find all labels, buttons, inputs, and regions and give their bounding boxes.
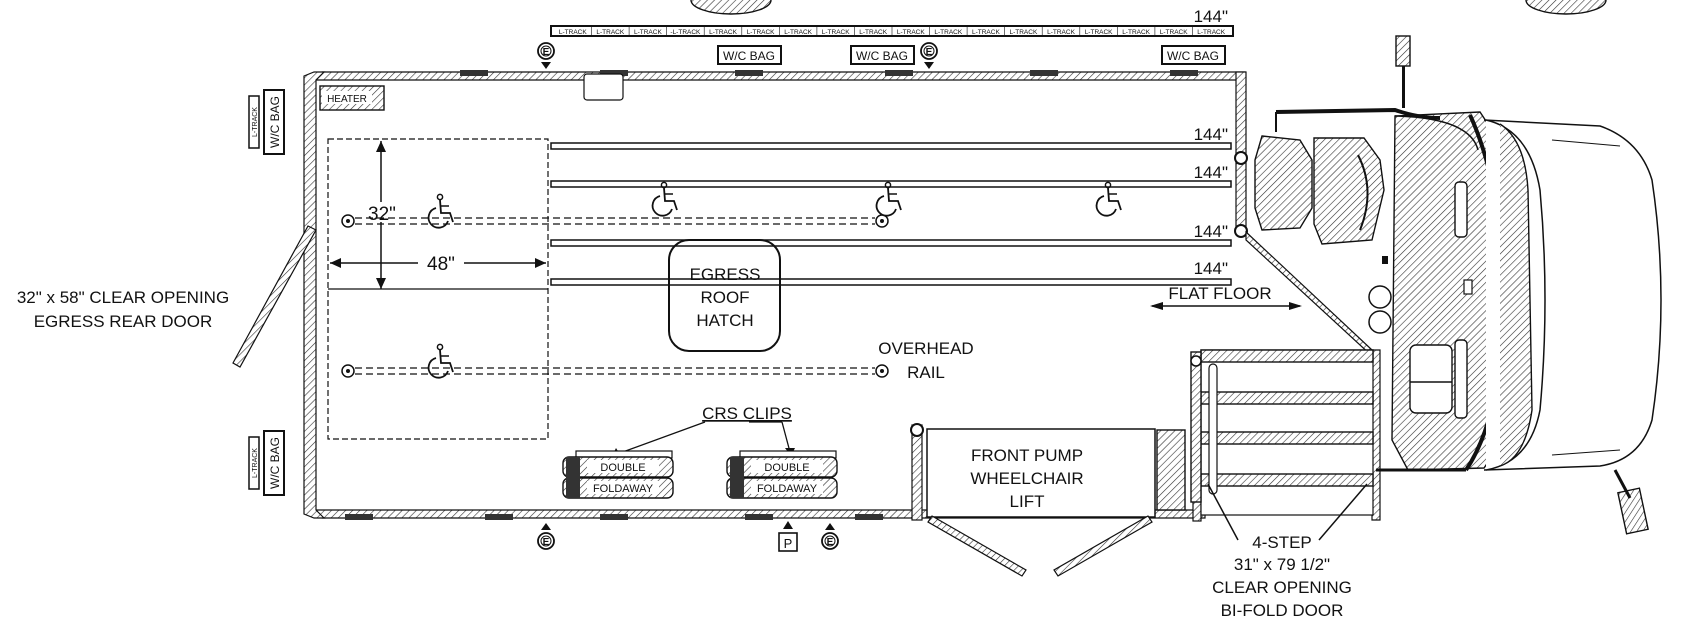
- door-label-3: CLEAR OPENING: [1212, 578, 1352, 597]
- rear-door-label-1: 32" x 58" CLEAR OPENING: [17, 288, 229, 307]
- parking-marker: P: [778, 521, 798, 552]
- dim-48-label: 48": [427, 254, 455, 275]
- door-label-1: 4-STEP: [1252, 533, 1312, 552]
- door-label-4: BI-FOLD DOOR: [1221, 601, 1344, 620]
- crs-seat-1: DOUBLE FOLDAWAY: [562, 450, 674, 499]
- svg-text:W/C BAG: W/C BAG: [268, 437, 282, 489]
- lift-door-left: [927, 515, 1027, 577]
- svg-text:L-TRACK: L-TRACK: [252, 107, 259, 137]
- svg-text:WHEELCHAIR: WHEELCHAIR: [970, 469, 1083, 488]
- door-label-2: 31" x 79 1/2": [1234, 555, 1330, 574]
- rear-door-label-2: EGRESS REAR DOOR: [34, 312, 213, 331]
- l-track-segment-label: L-TRACK: [934, 29, 962, 36]
- svg-text:E: E: [926, 47, 933, 58]
- track-row-1-length: 144": [1194, 125, 1228, 144]
- overhead-rail-label-1: OVERHEAD: [878, 339, 973, 358]
- svg-text:E: E: [543, 47, 550, 58]
- svg-text:W/C BAG: W/C BAG: [1167, 49, 1219, 63]
- overhead-rail-lower: [341, 364, 889, 378]
- svg-text:DOUBLE: DOUBLE: [600, 462, 645, 474]
- overhead-rail-label-2: RAIL: [907, 363, 945, 382]
- l-track-segment-label: L-TRACK: [1009, 29, 1037, 36]
- l-track-segment-label: L-TRACK: [709, 29, 737, 36]
- track-row-3-length: 144": [1194, 222, 1228, 241]
- egress-window-bottom-1: E: [537, 523, 555, 550]
- flat-floor-label: FLAT FLOOR: [1168, 284, 1271, 303]
- l-track-segment-label: L-TRACK: [1047, 29, 1075, 36]
- l-track-segment-label: L-TRACK: [1160, 29, 1188, 36]
- crs-seat-2: DOUBLE FOLDAWAY: [726, 450, 838, 499]
- side-mirror-top: [1395, 35, 1411, 108]
- l-track-segment-label: L-TRACK: [747, 29, 775, 36]
- top-track-length: 144": [1194, 7, 1228, 26]
- svg-text:FRONT PUMP: FRONT PUMP: [971, 446, 1083, 465]
- svg-text:FOLDAWAY: FOLDAWAY: [757, 483, 818, 495]
- svg-text:ROOF: ROOF: [700, 288, 749, 307]
- overhead-rail-upper: [341, 214, 889, 228]
- track-row-2-length: 144": [1194, 163, 1228, 182]
- heater: HEATER: [319, 85, 385, 111]
- egress-window-top-2: E: [920, 42, 938, 69]
- egress-roof-hatch: EGRESS ROOF HATCH: [668, 239, 781, 352]
- bi-fold-door-right: [1318, 483, 1368, 541]
- entry-steps: [1190, 349, 1374, 516]
- l-track-segment-label: L-TRACK: [1197, 29, 1225, 36]
- flat-floor-arrow: [1150, 302, 1302, 310]
- l-track-segment-label: L-TRACK: [822, 29, 850, 36]
- svg-text:P: P: [784, 536, 793, 551]
- side-mirror-bottom: [1613, 469, 1649, 535]
- svg-text:FOLDAWAY: FOLDAWAY: [593, 483, 654, 495]
- svg-text:W/C BAG: W/C BAG: [723, 49, 775, 63]
- cab-outline: [1275, 107, 1662, 472]
- top-wc-bag-2: W/C BAG: [850, 45, 915, 65]
- l-track-segment-label: L-TRACK: [596, 29, 624, 36]
- rear-door-leaf: [232, 225, 317, 368]
- wheel-top-right: [1525, 0, 1607, 15]
- l-track-segment-label: L-TRACK: [897, 29, 925, 36]
- svg-text:E: E: [827, 537, 834, 548]
- rear-wc-bag-top: L-TRACK W/C BAG: [248, 89, 285, 155]
- svg-text:HEATER: HEATER: [327, 94, 367, 105]
- top-cabinet: [583, 73, 624, 101]
- track-row-4-length: 144": [1194, 259, 1228, 278]
- svg-text:EGRESS: EGRESS: [690, 265, 761, 284]
- svg-text:HATCH: HATCH: [696, 311, 753, 330]
- egress-window-bottom-2: E: [821, 523, 839, 550]
- l-track-segment-label: L-TRACK: [859, 29, 887, 36]
- dim-48: 48": [330, 251, 546, 275]
- wheelchair-icon: [427, 343, 454, 379]
- svg-text:LIFT: LIFT: [1010, 492, 1045, 511]
- l-track-segment-label: L-TRACK: [972, 29, 1000, 36]
- l-track-segment-label: L-TRACK: [784, 29, 812, 36]
- svg-text:W/C BAG: W/C BAG: [856, 49, 908, 63]
- top-wc-bag-3: W/C BAG: [1161, 45, 1226, 65]
- lift-door-right: [1053, 515, 1153, 577]
- l-track-segment-label: -L-TRACK: [670, 29, 701, 36]
- l-track-segment-label: L-TRACK: [1085, 29, 1113, 36]
- wheelchair-lift: FRONT PUMP WHEELCHAIR LIFT: [926, 428, 1156, 518]
- svg-text:L-TRACK: L-TRACK: [252, 448, 259, 478]
- bi-fold-door-left: [1207, 483, 1239, 541]
- svg-text:E: E: [543, 537, 550, 548]
- dim-32-label: 32": [368, 204, 396, 225]
- cab-seat-passenger: [1254, 135, 1385, 245]
- dim-32: 32": [363, 141, 401, 289]
- top-wc-bag-1: W/C BAG: [717, 45, 782, 65]
- rear-wc-bag-bottom: L-TRACK W/C BAG: [248, 430, 285, 496]
- l-track-segment-label: L-TRACK: [1122, 29, 1150, 36]
- wheel-top-left: [690, 0, 772, 15]
- svg-text:DOUBLE: DOUBLE: [764, 462, 809, 474]
- crs-clips-label: CRS CLIPS: [702, 404, 792, 423]
- svg-text:W/C BAG: W/C BAG: [268, 96, 282, 148]
- egress-window-top-1: E: [537, 42, 555, 69]
- wheelchair-icon: [427, 193, 454, 229]
- l-track-segment-label: L-TRACK: [634, 29, 662, 36]
- top-l-track: L-TRACK L-TRACK L-TRACK -L-TRACK L-TRACK L-TR…: [550, 25, 1234, 37]
- l-track-segment-label: L-TRACK: [559, 29, 587, 36]
